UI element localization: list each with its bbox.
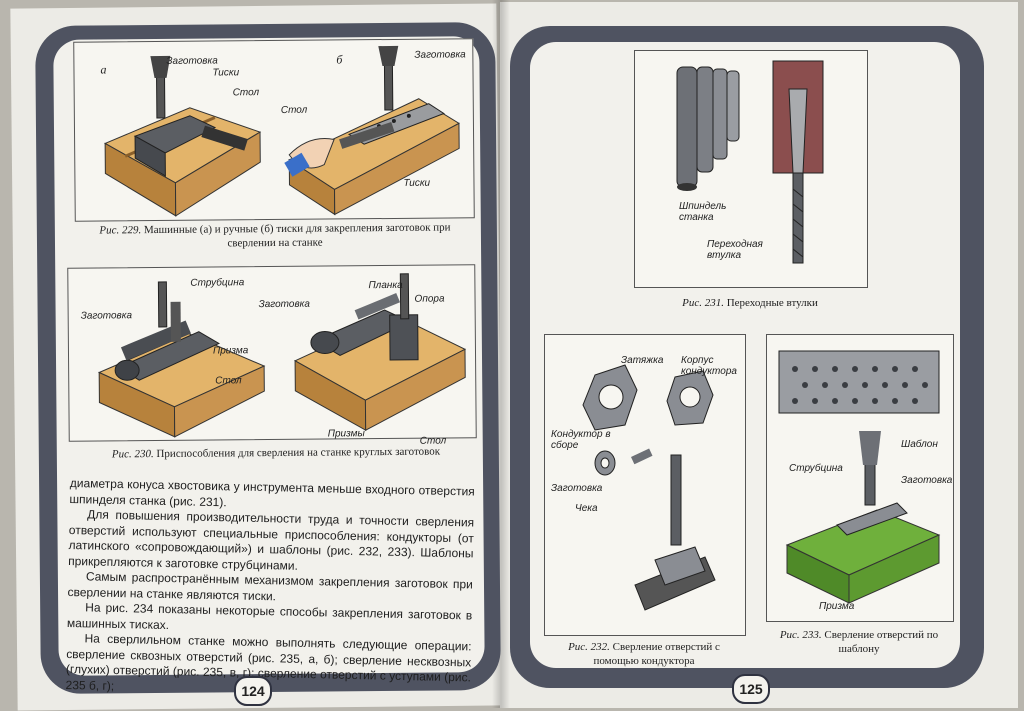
figure-232: Затяжка Корпус кондуктора Кондуктор в сб… — [544, 334, 746, 636]
label-b-workpiece: Заготовка — [414, 49, 466, 61]
caption-231-text: Переходные втулки — [726, 297, 818, 309]
label-prisms: Призмы — [327, 428, 365, 440]
label-prism: Призма — [212, 345, 249, 357]
figure-231: Шпиндель станка Переходная втулка — [634, 50, 868, 288]
jig-illustration — [582, 364, 716, 611]
label-jig-assembled: Кондуктор в сборе — [551, 429, 611, 451]
caption-231: Рис. 231. Переходные втулки — [634, 296, 866, 310]
label-template: Шаблон — [901, 439, 938, 450]
hand-vise-illustration — [284, 45, 460, 216]
label-b-table: Стол — [280, 104, 308, 116]
label-tie: Затяжка — [621, 355, 664, 366]
label-clamp: Струбцина — [190, 277, 245, 289]
spindle-section-illustration — [772, 60, 824, 264]
caption-230-text: Приспособления для сверления на станке к… — [156, 445, 441, 461]
caption-229: Рис. 229. Машинные (а) и ручные (б) тиск… — [80, 220, 470, 251]
label-b-vise: Тиски — [403, 177, 431, 189]
label-jig-workpiece: Заготовка — [551, 483, 603, 494]
template-illustration — [778, 350, 941, 604]
label-workpiece-right: Заготовка — [258, 298, 310, 311]
caption-232-text: Сверление отверстий с помощью кондуктора — [593, 641, 720, 667]
label-spindle: Шпиндель станка — [679, 201, 727, 223]
caption-232: Рис. 232. Сверление отверстий с помощью … — [554, 640, 734, 668]
caption-231-number: Рис. 231. — [682, 297, 724, 309]
label-table-left: Стол — [215, 375, 242, 387]
sleeves-illustration — [676, 66, 740, 191]
label-233-workpiece: Заготовка — [901, 475, 953, 486]
caption-229-text: Машинные (а) и ручные (б) тиски для закр… — [143, 221, 451, 250]
label-workpiece-left: Заготовка — [80, 310, 133, 322]
prism-clamp-illustration — [97, 281, 266, 438]
label-233-prism: Призма — [819, 601, 855, 612]
label-pin: Чека — [575, 503, 598, 514]
body-text: диаметра конуса хвостовика у инструмента… — [65, 476, 474, 701]
label-a-vise: Тиски — [212, 67, 240, 79]
label-bar: Планка — [368, 279, 403, 292]
figure-233: Шаблон Струбцина Заготовка Призма — [766, 334, 954, 622]
figure-229: а б Заготовка Тиски С — [73, 38, 475, 222]
label-233-clamp: Струбцина — [789, 463, 843, 474]
page-number-left: 124 — [234, 676, 272, 706]
machine-vise-illustration — [103, 55, 262, 217]
label-sleeve: Переходная втулка — [707, 239, 763, 261]
page-number-right: 125 — [732, 674, 770, 704]
label-a-table: Стол — [232, 87, 260, 99]
caption-233-text: Сверление отверстий по шаблону — [824, 629, 939, 655]
figure-230: Струбцина Заготовка Призма Стол Заготовк… — [67, 264, 477, 447]
paragraph-2: Для повышения производительности труда и… — [68, 507, 475, 573]
caption-230-number: Рис. 230. — [111, 448, 154, 461]
caption-232-number: Рис. 232. — [568, 641, 610, 653]
caption-233-number: Рис. 233. — [779, 629, 822, 641]
label-jig-body: Корпус кондуктора — [681, 355, 737, 377]
caption-233: Рис. 233. Сверление отверстий по шаблону — [766, 628, 952, 656]
caption-229-number: Рис. 229. — [99, 224, 142, 237]
prism-bar-support-illustration — [293, 273, 467, 432]
label-support: Опора — [414, 293, 445, 305]
label-a-workpiece: Заготовка — [166, 55, 218, 67]
